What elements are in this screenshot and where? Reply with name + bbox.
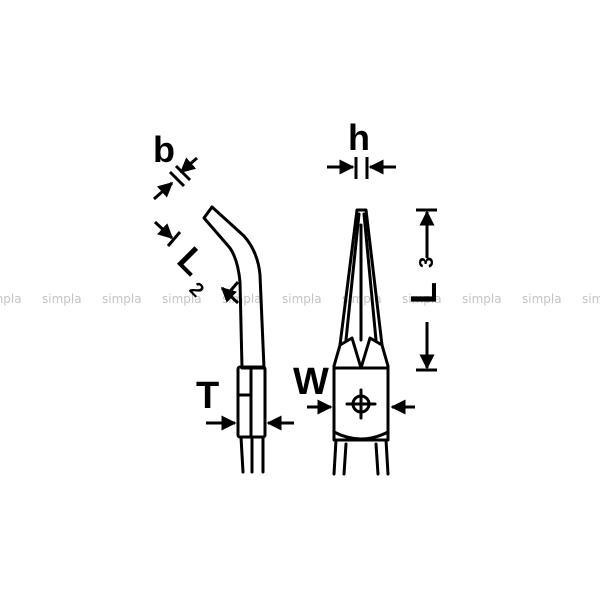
side-view-pliers	[202, 205, 267, 474]
dimension-h	[327, 157, 396, 179]
label-l3-main: L	[403, 282, 444, 304]
dimension-b	[153, 156, 198, 201]
joint-slot	[236, 393, 253, 439]
dimension-l3	[416, 208, 437, 372]
label-w: W	[293, 361, 329, 403]
watermark-row: simpla simpla simpla simpla simpla simpl…	[0, 292, 600, 306]
watermark-text: simpla	[102, 292, 142, 306]
label-t: T	[196, 375, 219, 417]
handle-right-inner	[374, 442, 380, 476]
handle-right	[384, 438, 390, 476]
svg-text:3: 3	[416, 257, 438, 268]
handle-left	[332, 438, 338, 476]
watermark-text: simpla	[462, 292, 502, 306]
jaw-shoulder	[338, 336, 384, 370]
body-lower	[332, 430, 390, 441]
label-l2-main: L	[170, 239, 215, 284]
jaw-inner-right	[362, 212, 378, 342]
watermark-text: simpla	[42, 292, 82, 306]
watermark-text: simpla	[0, 292, 22, 306]
handle-left-inner	[342, 442, 348, 476]
label-l3: L	[403, 282, 444, 304]
front-view-pliers	[332, 208, 390, 476]
label-l3-sub: 3	[416, 257, 438, 268]
watermark-text: simpla	[402, 292, 442, 306]
dimension-l2	[153, 220, 240, 305]
watermark-text: simpla	[522, 292, 562, 306]
watermark-text: simpla	[162, 292, 202, 306]
label-h: h	[348, 117, 370, 158]
jaw-outline	[332, 208, 390, 442]
jaw-inner-left	[344, 212, 361, 342]
watermark-text: simpla	[582, 292, 600, 306]
label-l2: L	[170, 239, 215, 284]
watermark-text: simpla	[282, 292, 322, 306]
handle-left	[239, 435, 245, 474]
label-b: b	[153, 129, 175, 170]
